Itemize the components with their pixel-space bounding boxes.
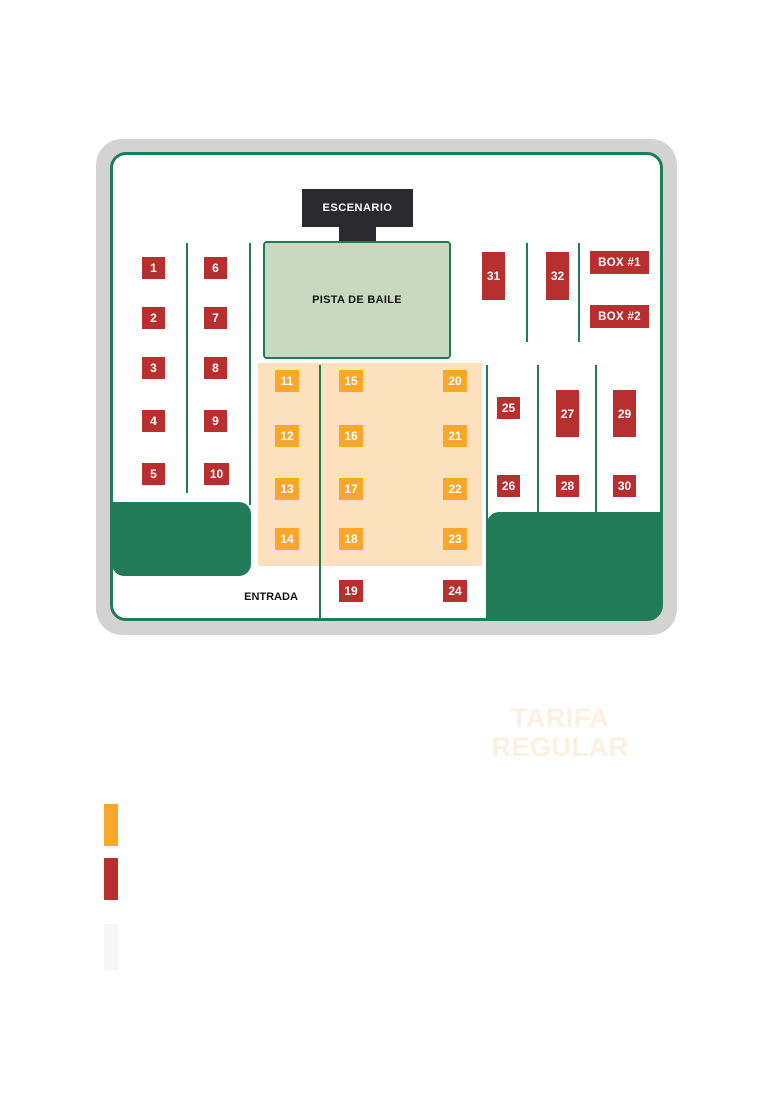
divider-line (249, 243, 251, 505)
divider-line (319, 365, 321, 619)
table-8[interactable]: 8 (204, 357, 227, 379)
green-area-left (112, 502, 251, 576)
table-6[interactable]: 6 (204, 257, 227, 279)
table-5[interactable]: 5 (142, 463, 165, 485)
pricing-title-line2: REGULAR (491, 732, 629, 762)
entrance-label: ENTRADA (244, 591, 298, 603)
table-1[interactable]: 1 (142, 257, 165, 279)
table-26[interactable]: 26 (497, 475, 520, 497)
table-28[interactable]: 28 (556, 475, 579, 497)
table-3[interactable]: 3 (142, 357, 165, 379)
table-19[interactable]: 19 (339, 580, 363, 602)
divider-line (537, 365, 539, 513)
table-29[interactable]: 29 (613, 390, 636, 437)
table-32[interactable]: 32 (546, 252, 569, 300)
table-12[interactable]: 12 (275, 425, 299, 447)
divider-line (595, 365, 597, 513)
table-16[interactable]: 16 (339, 425, 363, 447)
table-7[interactable]: 7 (204, 307, 227, 329)
table-10[interactable]: 10 (204, 463, 229, 485)
box-2[interactable]: BOX #2 (590, 305, 649, 328)
table-21[interactable]: 21 (443, 425, 467, 447)
table-13[interactable]: 13 (275, 478, 299, 500)
divider-line (578, 243, 580, 342)
table-30[interactable]: 30 (613, 475, 636, 497)
table-15[interactable]: 15 (339, 370, 363, 392)
table-4[interactable]: 4 (142, 410, 165, 432)
table-20[interactable]: 20 (443, 370, 467, 392)
table-22[interactable]: 22 (443, 478, 467, 500)
table-23[interactable]: 23 (443, 528, 467, 550)
table-18[interactable]: 18 (339, 528, 363, 550)
table-14[interactable]: 14 (275, 528, 299, 550)
table-27[interactable]: 27 (556, 390, 579, 437)
dance-floor: PISTA DE BAILE (263, 241, 451, 359)
pricing-title-line1: TARIFA (510, 703, 610, 733)
table-11[interactable]: 11 (275, 370, 299, 392)
table-24[interactable]: 24 (443, 580, 467, 602)
pricing-title: TARIFA REGULAR (440, 704, 680, 762)
table-9[interactable]: 9 (204, 410, 227, 432)
table-31[interactable]: 31 (482, 252, 505, 300)
legend-swatch-orange (104, 804, 118, 846)
divider-line (186, 243, 188, 493)
table-17[interactable]: 17 (339, 478, 363, 500)
stage: ESCENARIO (302, 189, 413, 227)
divider-line (486, 365, 488, 619)
legend-swatch-red (104, 858, 118, 900)
table-25[interactable]: 25 (497, 397, 520, 419)
divider-line (526, 243, 528, 342)
legend-swatch-white (104, 924, 118, 970)
table-2[interactable]: 2 (142, 307, 165, 329)
box-1[interactable]: BOX #1 (590, 251, 649, 274)
green-area-right (487, 512, 661, 619)
